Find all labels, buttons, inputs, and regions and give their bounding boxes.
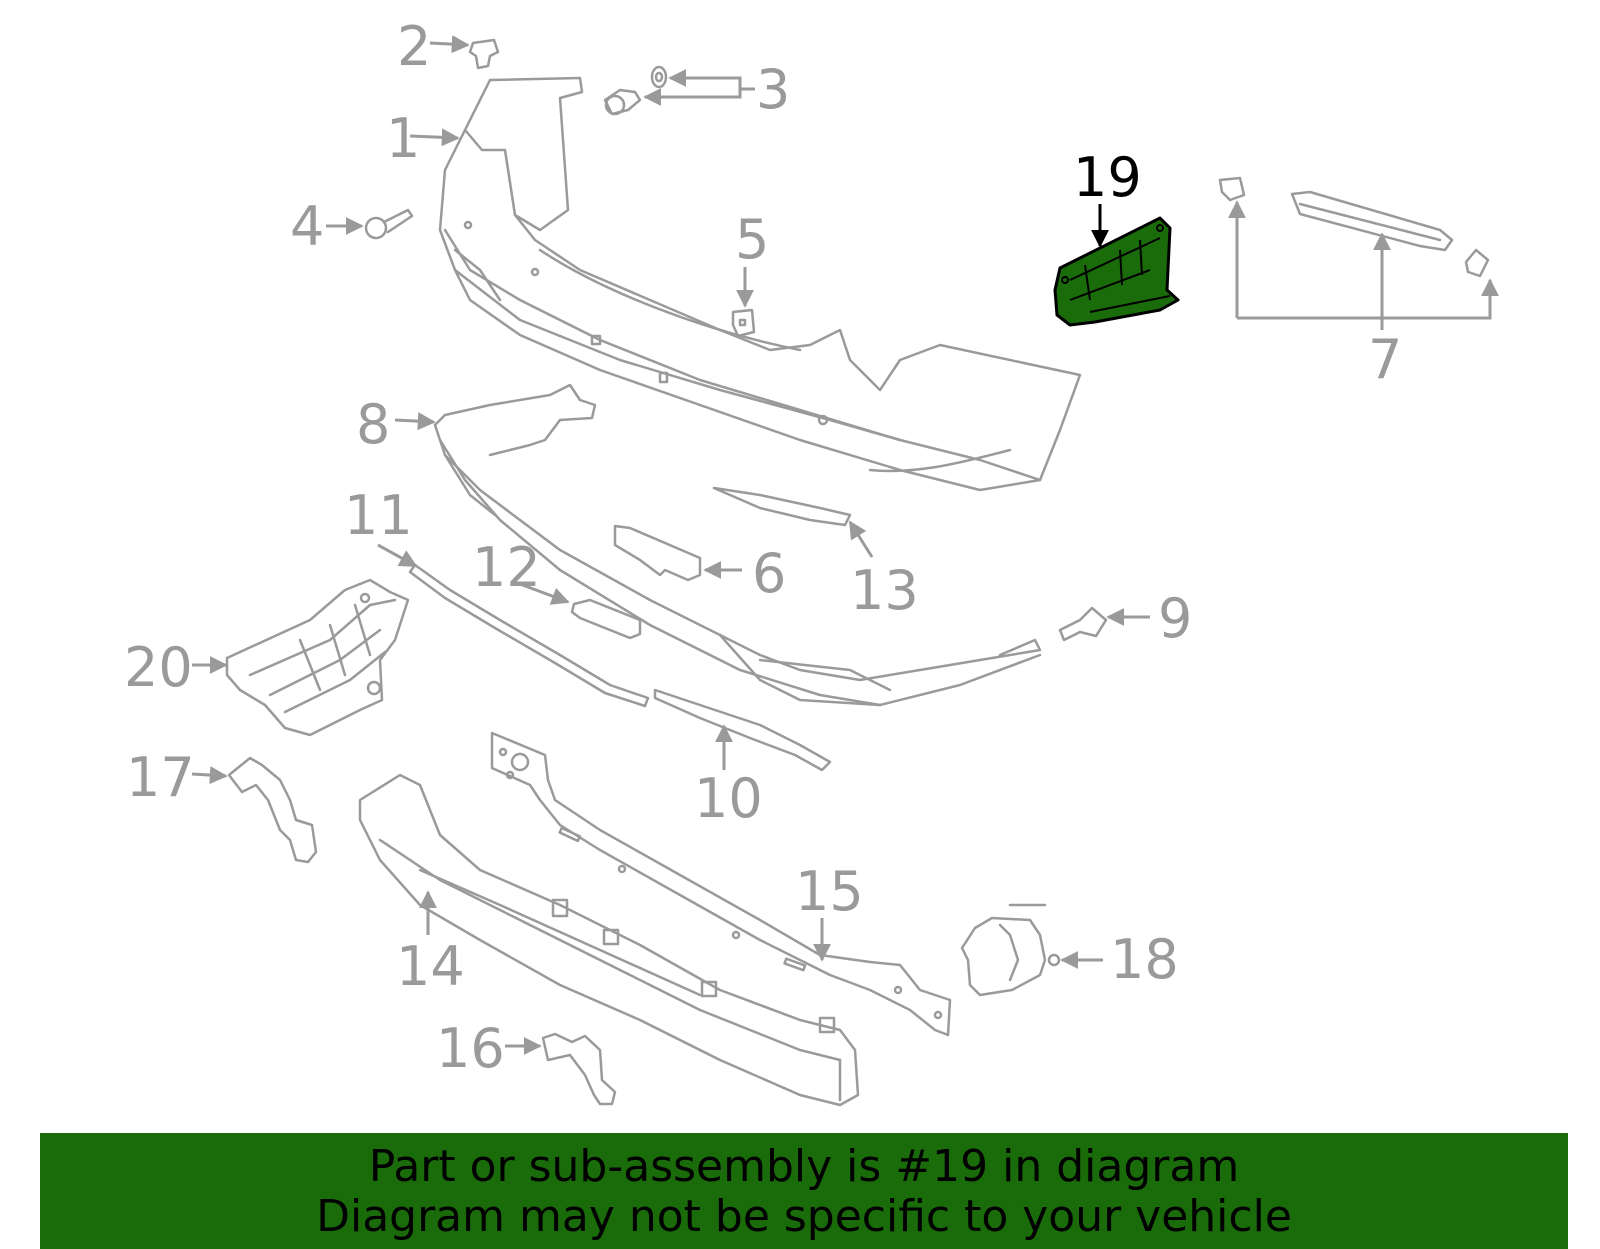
callout-10: 10 [694, 767, 763, 830]
info-banner: Part or sub-assembly is #19 in diagram D… [40, 1133, 1568, 1249]
part-16-bracket [541, 1032, 617, 1106]
part-17-bracket [227, 756, 318, 864]
callout-18: 18 [1110, 928, 1179, 991]
callout-16: 16 [436, 1017, 505, 1080]
part-10-trim [653, 688, 832, 772]
callout-17: 17 [126, 746, 195, 809]
part-5-clip [731, 308, 756, 338]
callout-6: 6 [752, 542, 786, 605]
part-20-undercover [225, 578, 410, 737]
callout-11: 11 [344, 484, 413, 547]
callout-labels: 2 3 1 4 5 19 7 8 11 12 6 13 9 20 17 10 1… [124, 15, 1402, 1080]
part-3-nut-washer [603, 65, 668, 116]
part-13-strip [712, 486, 852, 527]
callout-4: 4 [290, 195, 324, 258]
part-14-reinforcement [358, 773, 860, 1107]
leader-lines [191, 35, 1499, 1055]
callout-20: 20 [124, 636, 193, 699]
part-1-bumper-cover [438, 76, 1082, 492]
part-2-clip [468, 38, 500, 70]
callout-3: 3 [756, 58, 790, 121]
callout-19: 19 [1073, 146, 1142, 209]
part-8-lower-valance [433, 383, 1042, 707]
part-19-bracket-highlighted [1053, 216, 1180, 327]
part-11-trim [408, 563, 650, 708]
banner-line-disclaimer: Diagram may not be specific to your vehi… [316, 1191, 1292, 1242]
part-18-connector [960, 903, 1061, 997]
part-9-clip [1058, 606, 1108, 642]
part-4-screw [364, 208, 414, 240]
callout-9: 9 [1158, 587, 1192, 650]
callout-7: 7 [1368, 328, 1402, 391]
callout-13: 13 [850, 559, 919, 622]
callout-2: 2 [397, 15, 431, 78]
banner-line-part-number: Part or sub-assembly is #19 in diagram [368, 1141, 1240, 1192]
callout-14: 14 [396, 935, 465, 998]
part-12-bracket [570, 598, 642, 640]
callout-5: 5 [735, 208, 769, 271]
part-6-bracket [613, 524, 702, 582]
callout-12: 12 [472, 536, 541, 599]
part-15-bar [490, 731, 952, 1037]
callout-8: 8 [356, 393, 390, 456]
callout-15: 15 [795, 860, 864, 923]
part-7-brackets [1218, 176, 1490, 278]
callout-1: 1 [386, 107, 420, 170]
